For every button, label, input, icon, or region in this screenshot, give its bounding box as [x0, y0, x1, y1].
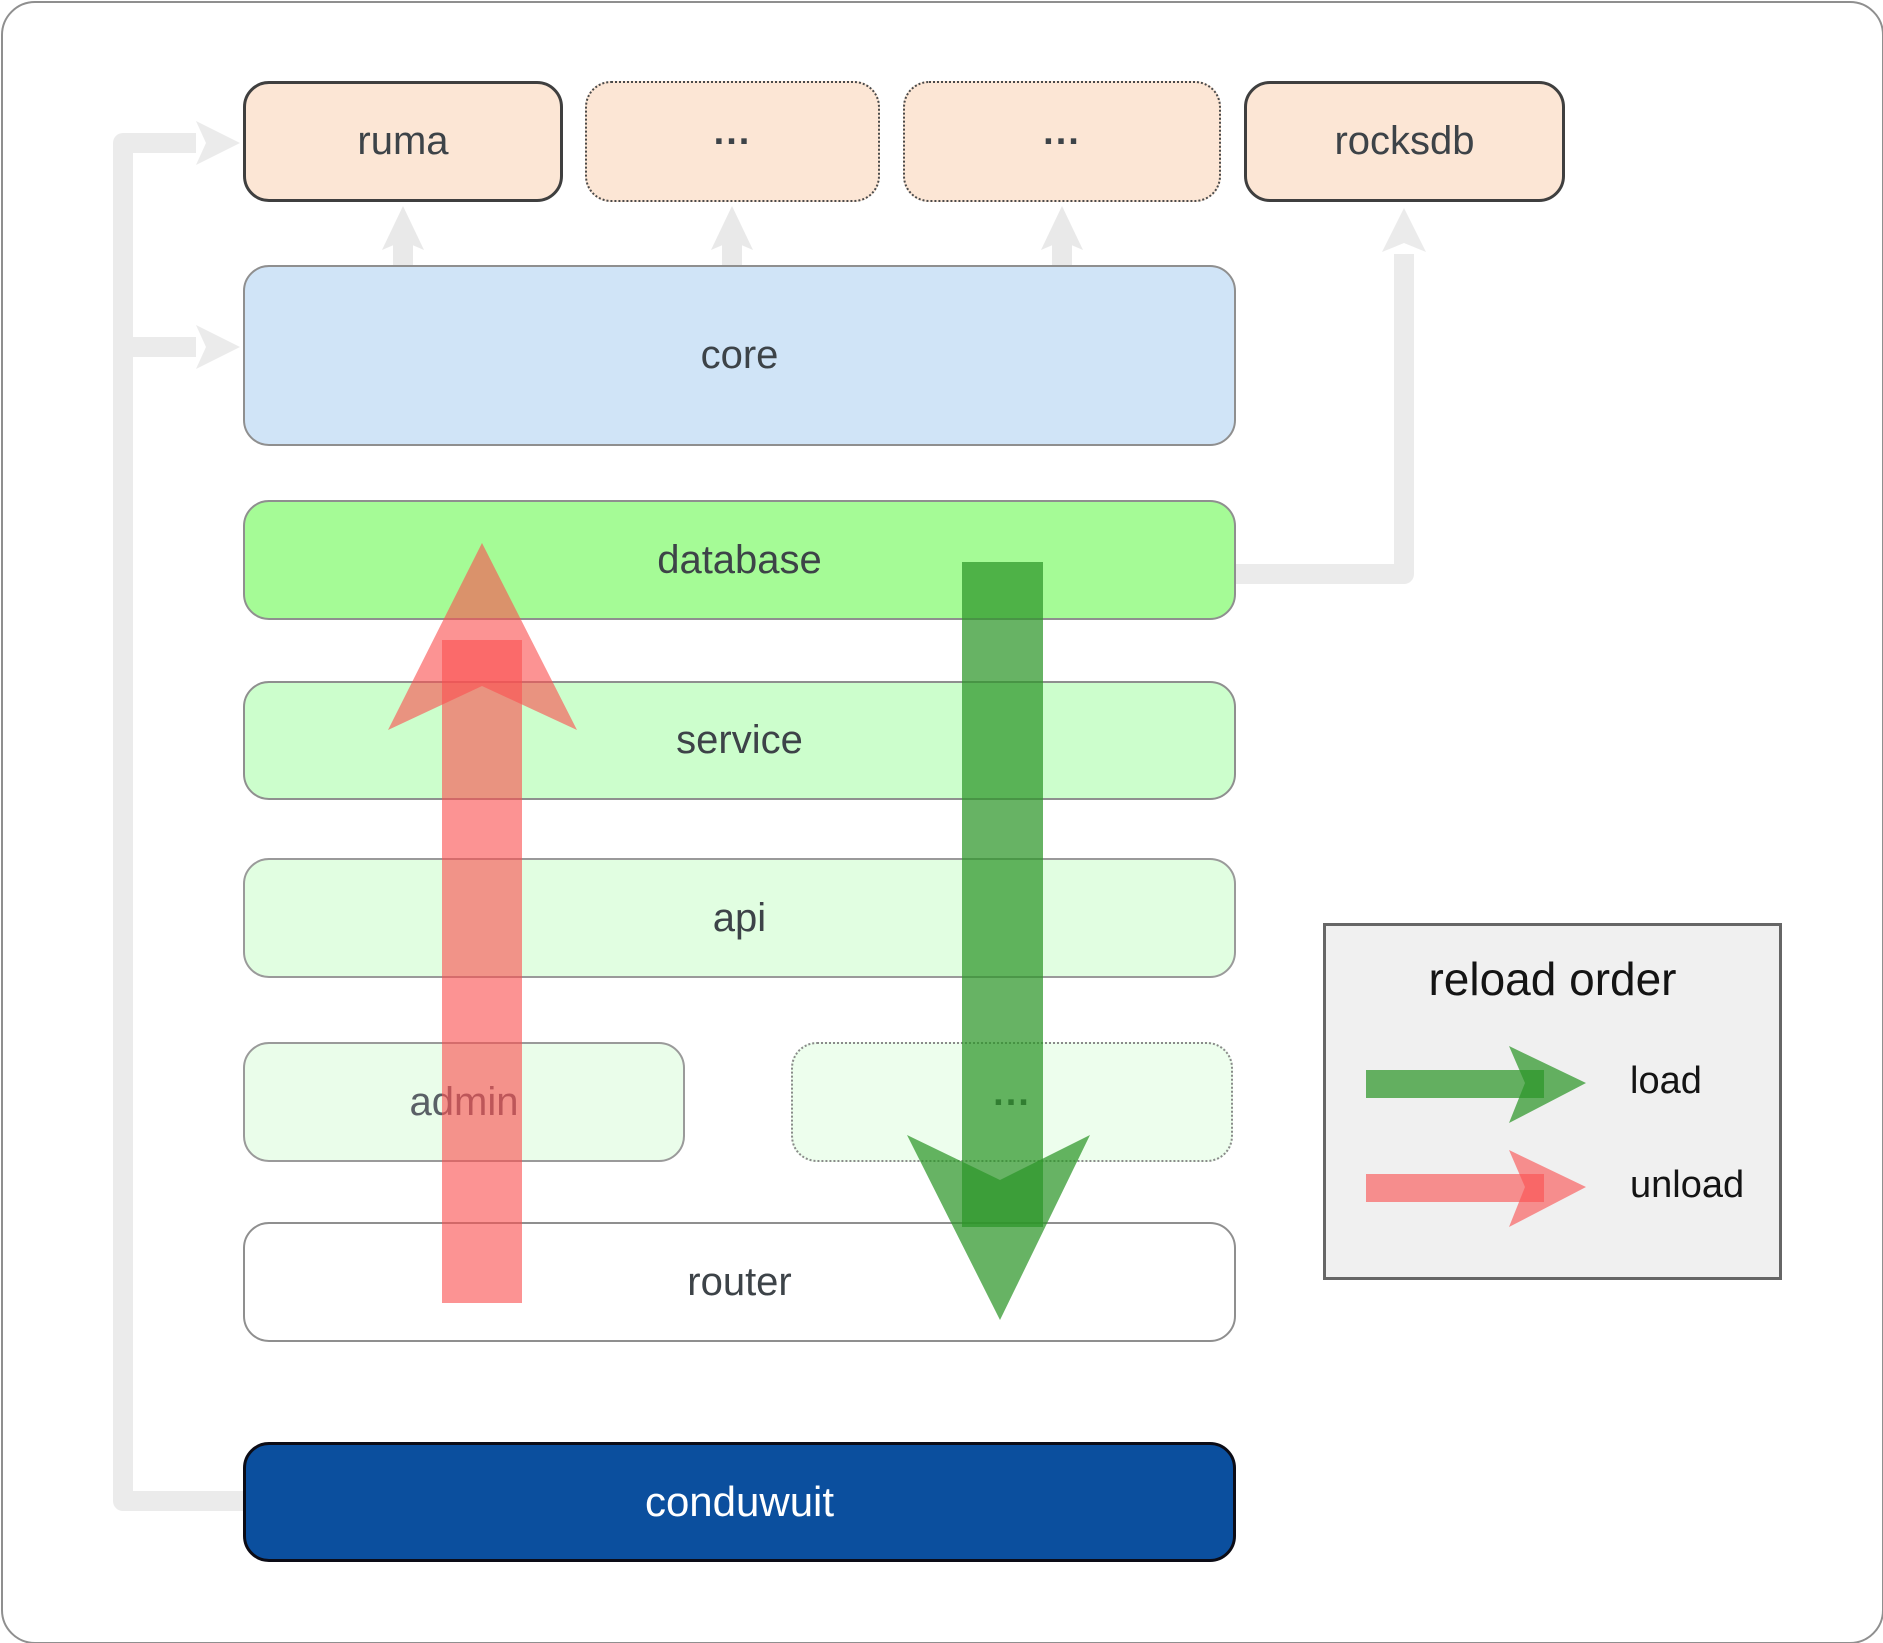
- core-to-dots2-arrow: [1052, 240, 1072, 266]
- node-ellipsis-2: ...: [903, 81, 1221, 202]
- node-core-label: core: [700, 333, 779, 377]
- node-ruma: ruma: [243, 81, 563, 202]
- node-router: router: [243, 1222, 1236, 1342]
- node-ellipsis-1-label: ...: [713, 111, 752, 153]
- node-admin-ellipsis-label: ...: [993, 1071, 1031, 1114]
- legend: reload order load unload: [1323, 923, 1782, 1280]
- node-conduwuit-label: conduwuit: [644, 1478, 835, 1525]
- legend-load-arrowhead-icon: [1509, 1046, 1586, 1123]
- core-to-dots1-arrow: [722, 240, 742, 266]
- node-admin-label: admin: [409, 1079, 519, 1124]
- arrowhead-to-rocksdb-icon: [1382, 208, 1426, 252]
- node-admin: admin: [243, 1042, 685, 1162]
- node-service: service: [243, 681, 1236, 800]
- legend-title: reload order: [1428, 953, 1677, 1005]
- node-ellipsis-1: ...: [585, 81, 880, 202]
- arrowhead-to-ruma-icon: [196, 121, 240, 165]
- arrowhead-to-core-icon: [196, 325, 240, 369]
- node-api-label: api: [712, 895, 767, 940]
- legend-load-arrow-shaft: [1366, 1070, 1544, 1098]
- node-core: core: [243, 265, 1236, 446]
- node-rocksdb-label: rocksdb: [1334, 119, 1475, 163]
- node-database-label: database: [657, 537, 822, 582]
- database-to-rocksdb-connector: [1236, 254, 1414, 584]
- core-to-dots1-arrowhead-icon: [711, 206, 753, 250]
- node-ruma-label: ruma: [357, 119, 449, 163]
- conduwuit-to-ruma-connector: [113, 133, 243, 1511]
- node-api: api: [243, 858, 1236, 978]
- legend-unload-arrow-shaft: [1366, 1174, 1544, 1202]
- node-database: database: [243, 500, 1236, 620]
- legend-load-label: load: [1630, 1060, 1702, 1102]
- legend-unload-label: unload: [1630, 1164, 1745, 1206]
- node-router-label: router: [687, 1259, 792, 1304]
- node-ellipsis-2-label: ...: [1043, 111, 1081, 153]
- node-conduwuit: conduwuit: [243, 1442, 1236, 1562]
- node-rocksdb: rocksdb: [1244, 81, 1565, 202]
- core-to-ruma-arrow: [393, 240, 413, 266]
- core-to-ruma-arrowhead-icon: [382, 206, 424, 250]
- core-to-dots2-arrowhead-icon: [1041, 206, 1083, 250]
- legend-unload-arrowhead-icon: [1509, 1150, 1586, 1227]
- node-service-label: service: [676, 718, 803, 762]
- node-admin-ellipsis: ...: [791, 1042, 1233, 1162]
